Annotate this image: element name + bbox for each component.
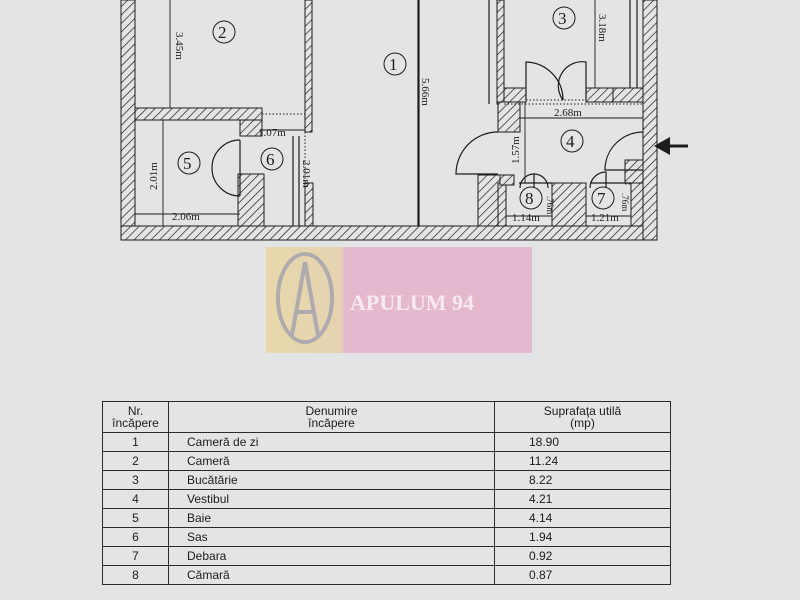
room-area-cell: 4.14: [494, 508, 671, 528]
header-area-line1: Suprafaţa utilă: [543, 404, 622, 418]
watermark: APULUM 94: [266, 247, 532, 353]
dim-r8-depth: .76m: [545, 196, 555, 214]
dim-r7-depth: .76m: [620, 193, 630, 211]
room-name-cell: Vestibul: [168, 489, 495, 509]
dim-r5-height: 2.01m: [148, 162, 160, 190]
room-area-cell: 1.94: [494, 527, 671, 547]
room-name-cell: Cămară: [168, 565, 495, 585]
room-number-4: 4: [566, 132, 575, 151]
room-area-cell: 4.21: [494, 489, 671, 509]
header-room-number-line2: încăpere: [112, 416, 159, 430]
room-number-cell: 5: [102, 508, 169, 528]
room-number-cell: 6: [102, 527, 169, 547]
dim-r6-width: 1.07m: [258, 127, 286, 139]
room-number-cell: 7: [102, 546, 169, 566]
room-number-6: 6: [266, 150, 275, 169]
header-area-line2: (mp): [570, 416, 595, 430]
dim-r5-width: 2.06m: [172, 211, 200, 223]
header-room-number-line1: Nr.: [127, 404, 144, 418]
room-markers: [177, 6, 615, 210]
room-number-7: 7: [597, 189, 606, 208]
dim-r4-width: 2.68m: [554, 107, 582, 119]
floor-plan: APULUM 94: [120, 0, 688, 353]
room-number-cell: 4: [102, 489, 169, 509]
dimension-lines: [135, 0, 643, 226]
room-area-cell: 18.90: [494, 432, 671, 452]
room-number-cell: 2: [102, 451, 169, 471]
header-room-number: Nr.încăpere: [102, 401, 169, 433]
walls: [120, 0, 658, 241]
room-area-cell: 11.24: [494, 451, 671, 471]
room-name-cell: Bucătărie: [168, 470, 495, 490]
dim-r1-height: 5.66m: [419, 78, 431, 106]
header-room-name-line1: Denumire: [305, 404, 358, 418]
watermark-logo-icon: [276, 252, 334, 344]
room-name-cell: Cameră de zi: [168, 432, 495, 452]
room-number-cell: 8: [102, 565, 169, 585]
entrance-arrow-icon: [654, 137, 688, 155]
room-area-cell: 0.87: [494, 565, 671, 585]
room-name-cell: Baie: [168, 508, 495, 528]
room-number-1: 1: [389, 55, 398, 74]
room-number-cell: 1: [102, 432, 169, 452]
room-number-3: 3: [558, 9, 567, 28]
dim-r8-width: 1.14m: [512, 212, 540, 224]
room-area-cell: 8.22: [494, 470, 671, 490]
room-name-cell: Cameră: [168, 451, 495, 471]
dotted-lines: [262, 99, 643, 185]
dim-r3-height: 3.18m: [596, 14, 608, 42]
room-name-cell: Sas: [168, 527, 495, 547]
room-number-5: 5: [183, 154, 192, 173]
dim-r7-width: 1.21m: [591, 212, 619, 224]
dim-r4-height: 1.57m: [510, 136, 522, 164]
room-number-8: 8: [525, 189, 534, 208]
dim-r6-height: 2.01m: [300, 160, 312, 188]
door-swings: [211, 61, 644, 197]
header-room-name-line2: încăpere: [308, 416, 355, 430]
header-area: Suprafaţa utilă(mp): [494, 401, 671, 433]
room-name-cell: Debara: [168, 546, 495, 566]
watermark-text: APULUM 94: [350, 290, 474, 315]
dim-r2-height: 3.45m: [173, 32, 185, 60]
room-area-cell: 0.92: [494, 546, 671, 566]
room-number-cell: 3: [102, 470, 169, 490]
room-number-2: 2: [218, 23, 227, 42]
